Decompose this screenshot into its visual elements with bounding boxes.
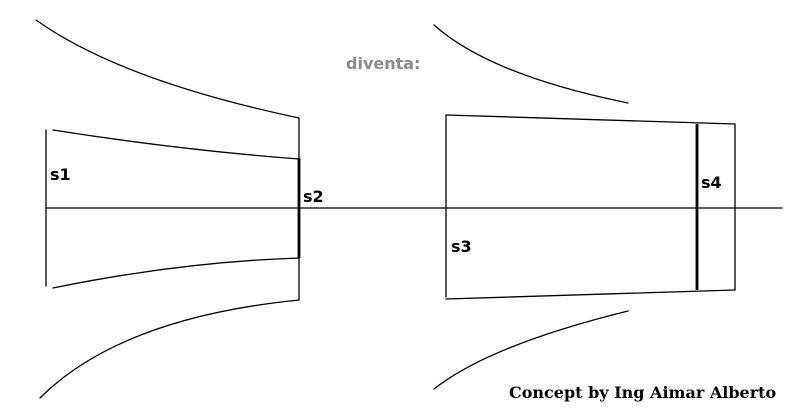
left-figure — [35, 19, 301, 399]
right-outer-lower-curve — [433, 310, 629, 390]
credit-text: Concept by Ing Aimar Alberto — [509, 383, 777, 402]
right-outer-upper-curve — [433, 24, 629, 104]
label-s3: s3 — [451, 237, 472, 256]
left-inner-upper-curve — [52, 129, 300, 160]
label-s2: s2 — [303, 187, 324, 206]
label-s4: s4 — [701, 173, 722, 192]
left-outer-lower-curve — [39, 299, 300, 399]
right-figure — [433, 24, 736, 390]
right-upper-line — [445, 114, 736, 125]
label-s1: s1 — [50, 165, 71, 184]
right-lower-line — [445, 289, 736, 300]
caption-text: diventa: — [346, 54, 420, 73]
left-outer-upper-curve — [35, 19, 300, 119]
left-inner-lower-curve — [52, 257, 300, 289]
